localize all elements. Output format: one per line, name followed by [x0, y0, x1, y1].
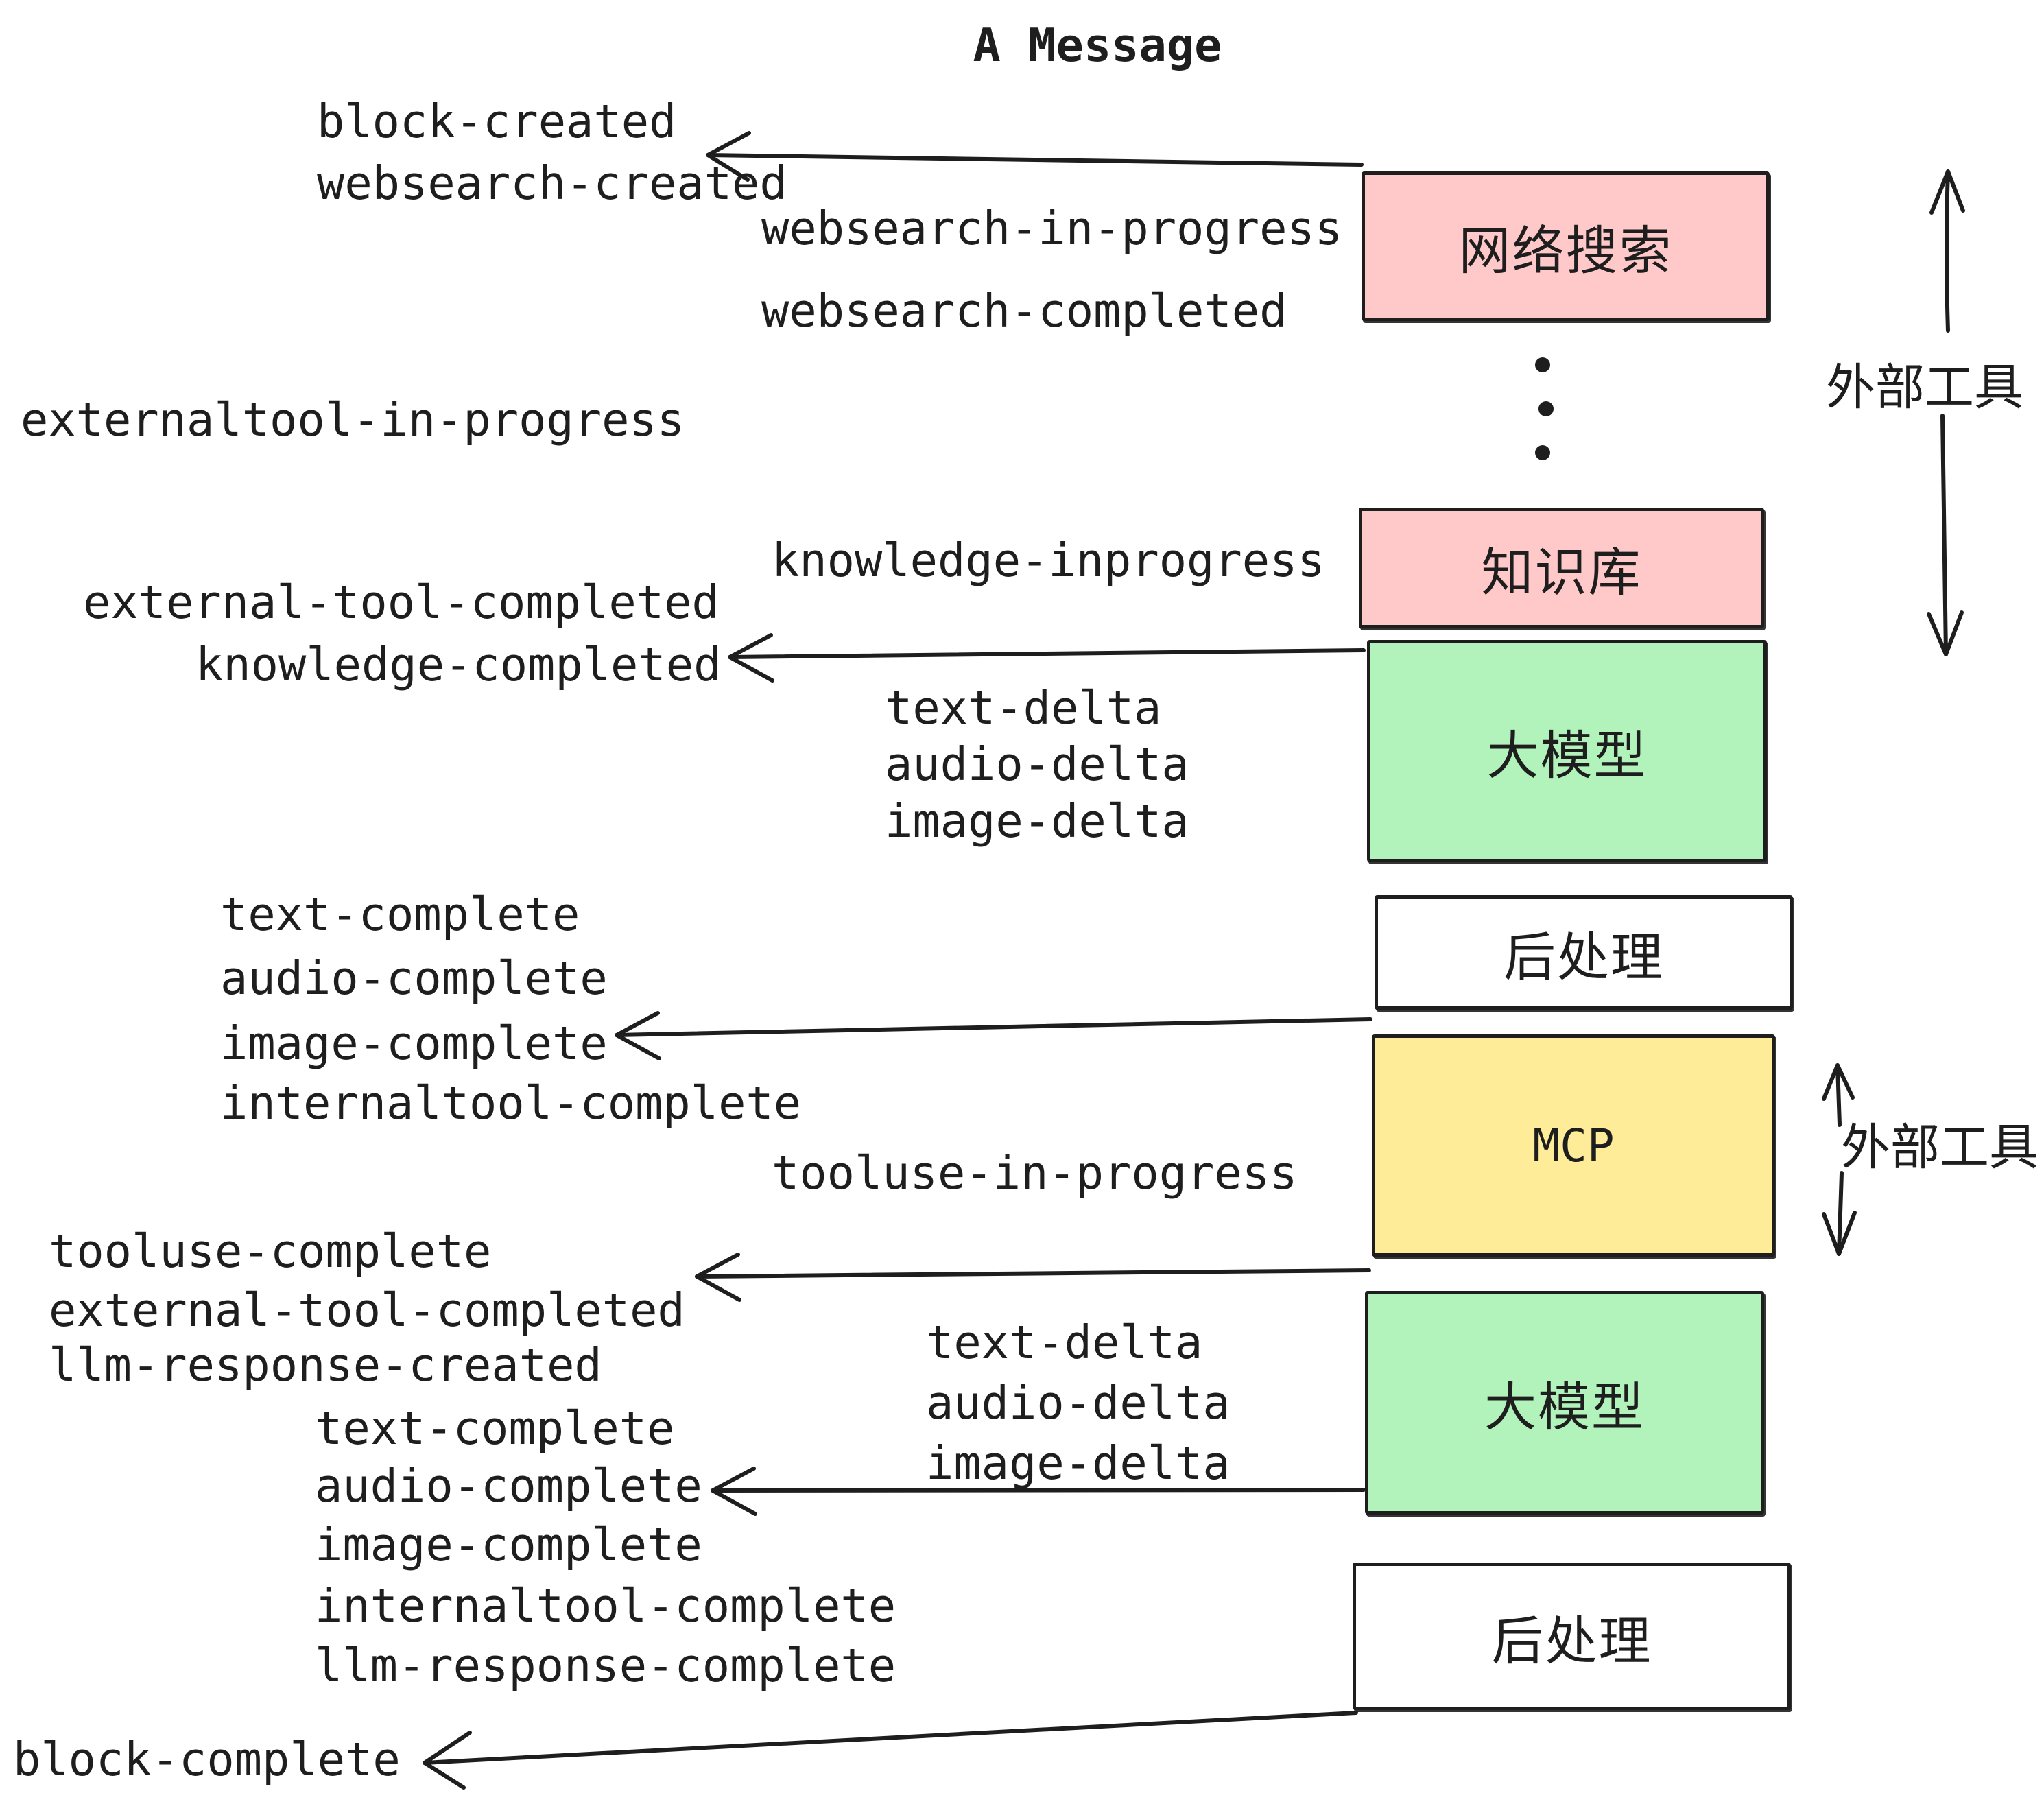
event-external-tool-completed-2: external-tool-completed	[49, 1283, 685, 1337]
box-websearch-label: 网络搜索	[1458, 220, 1673, 281]
event-llm-response-complete: llm-response-complete	[315, 1638, 896, 1692]
box-postprocess-2: 后处理	[1353, 1563, 1791, 1710]
box-mcp: MCP	[1372, 1034, 1775, 1257]
event-text-delta: text-delta	[885, 680, 1162, 735]
event-knowledge-inprogress: knowledge-inprogress	[772, 533, 1325, 587]
event-text-complete-2: text-complete	[315, 1401, 675, 1455]
arrow-internal-complete	[615, 1011, 1372, 1060]
event-externaltool-in-progress: externaltool-in-progress	[21, 392, 685, 447]
arrow-block-complete	[423, 1711, 1358, 1790]
external-tools-label-top: 外部工具	[1825, 358, 2024, 416]
box-mcp-label: MCP	[1532, 1119, 1615, 1172]
event-text-complete: text-complete	[220, 887, 580, 941]
diagram-title: A Message	[973, 19, 1222, 72]
event-block-created: block-created	[317, 94, 677, 148]
ellipsis-dots	[1535, 357, 1554, 460]
event-websearch-in-progress: websearch-in-progress	[761, 201, 1343, 255]
event-websearch-created: websearch-created	[317, 156, 787, 210]
box-llm-1: 大模型	[1367, 640, 1767, 862]
event-internaltool-complete: internaltool-complete	[220, 1076, 802, 1130]
event-audio-delta-2: audio-delta	[926, 1375, 1231, 1429]
event-websearch-completed: websearch-completed	[761, 283, 1287, 337]
event-block-complete: block-complete	[13, 1732, 401, 1786]
arrow-tooluse-complete	[695, 1253, 1371, 1302]
event-image-complete: image-complete	[220, 1016, 608, 1070]
event-external-tool-completed: external-tool-completed	[83, 575, 720, 629]
external-tools-label-mid: 外部工具	[1840, 1118, 2039, 1176]
box-knowledge: 知识库	[1359, 508, 1764, 628]
event-image-delta: image-delta	[885, 794, 1189, 848]
box-knowledge-label: 知识库	[1481, 542, 1642, 603]
event-text-delta-2: text-delta	[926, 1315, 1203, 1369]
event-llm-response-created: llm-response-created	[49, 1338, 602, 1392]
event-tooluse-in-progress: tooluse-in-progress	[772, 1146, 1298, 1200]
event-image-delta-2: image-delta	[926, 1436, 1231, 1490]
box-postprocess-1-label: 后处理	[1504, 926, 1664, 988]
box-websearch: 网络搜索	[1362, 171, 1770, 321]
box-postprocess-2-label: 后处理	[1491, 1610, 1652, 1672]
event-tooluse-complete: tooluse-complete	[49, 1224, 492, 1278]
arrow-websearch-created	[706, 131, 1364, 182]
box-llm-2-label: 大模型	[1484, 1377, 1645, 1438]
box-llm-2: 大模型	[1365, 1291, 1764, 1515]
event-audio-complete-2: audio-complete	[315, 1458, 702, 1512]
event-image-complete-2: image-complete	[315, 1517, 702, 1571]
event-audio-complete: audio-complete	[220, 951, 608, 1005]
box-llm-1-label: 大模型	[1486, 725, 1648, 786]
event-knowledge-completed: knowledge-completed	[195, 637, 722, 691]
event-internaltool-complete-2: internaltool-complete	[315, 1578, 896, 1633]
box-postprocess-1: 后处理	[1375, 895, 1793, 1010]
arrow-knowledge-completed	[728, 633, 1366, 683]
event-audio-delta: audio-delta	[885, 737, 1189, 791]
